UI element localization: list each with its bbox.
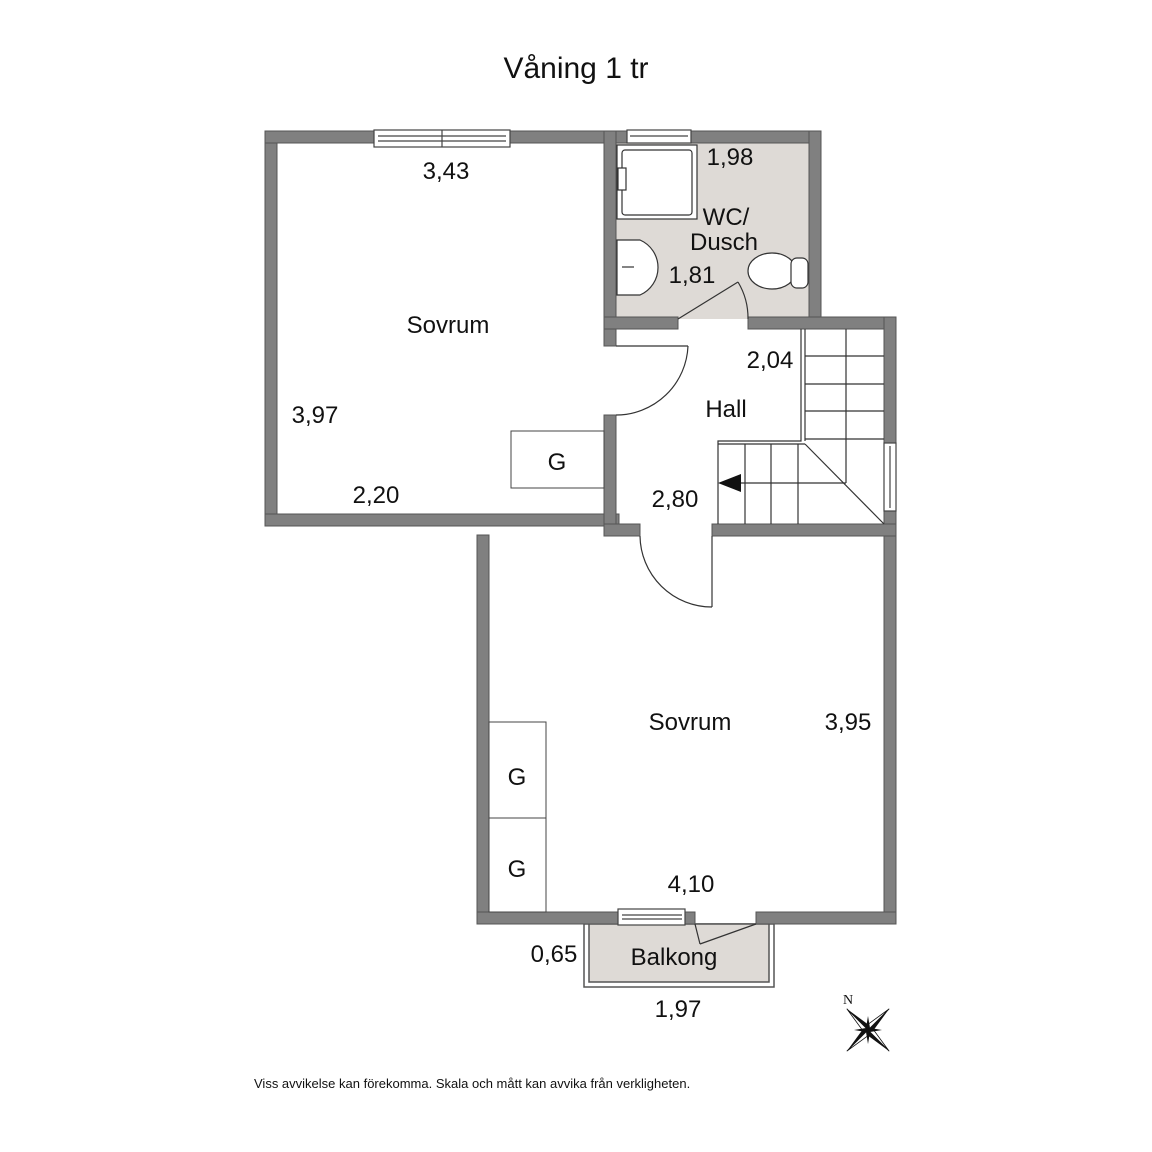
staircase	[717, 329, 885, 525]
dim-hall-length: 2,80	[652, 486, 699, 513]
room-name-sovrum-1: Sovrum	[407, 312, 490, 339]
sink	[616, 239, 659, 296]
bathroom-fixtures	[616, 144, 809, 296]
dim-hall-width: 2,04	[747, 347, 794, 374]
wardrobe-label-2: G	[508, 764, 527, 791]
dim-wc-width: 1,98	[707, 144, 754, 171]
room-name-wc-line2: Dusch	[690, 229, 758, 256]
room-name-balkong: Balkong	[631, 944, 718, 971]
balcony-floor	[588, 923, 770, 983]
dim-sovrum-1-width: 3,43	[423, 158, 470, 185]
shower-mixer	[617, 167, 627, 191]
dim-balkong-depth: 0,65	[531, 941, 578, 968]
room-name-wc-line1: WC/	[703, 204, 750, 231]
room-name-hall: Hall	[705, 396, 746, 423]
stair-direction-arrow-icon	[718, 474, 741, 492]
dim-sovrum-1-bottom: 2,20	[353, 482, 400, 509]
toilet-bowl	[747, 252, 797, 290]
dim-sovrum-1-length: 3,97	[292, 402, 339, 429]
doors	[615, 281, 757, 945]
shower-basin	[621, 149, 693, 216]
wardrobes	[488, 430, 605, 913]
disclaimer: Viss avvikelse kan förekomma. Skala och …	[254, 1076, 691, 1091]
windows	[373, 129, 897, 926]
wardrobe-2	[488, 721, 547, 819]
wardrobe-label-3: G	[508, 856, 527, 883]
wardrobe-label-1: G	[548, 449, 567, 476]
wardrobe-3	[488, 817, 547, 913]
compass-rose-icon	[846, 1008, 890, 1052]
wardrobe-1	[510, 430, 605, 489]
room-name-sovrum-2: Sovrum	[649, 709, 732, 736]
dim-balkong-width: 1,97	[655, 996, 702, 1023]
toilet-tank	[790, 257, 809, 289]
compass-north-label: N	[843, 993, 853, 1008]
dim-sovrum-2-width: 4,10	[668, 871, 715, 898]
dim-sovrum-2-length: 3,95	[825, 709, 872, 736]
dim-wc-length: 1,81	[669, 262, 716, 289]
floor-title: Våning 1 tr	[503, 52, 649, 85]
